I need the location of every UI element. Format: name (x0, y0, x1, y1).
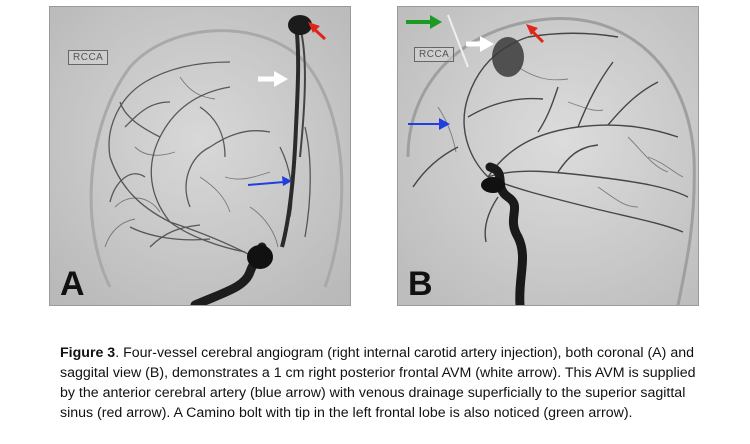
red-arrow (308, 22, 327, 41)
panel-letter-b: B (408, 265, 433, 303)
white-arrow (258, 71, 288, 87)
angiogram-panel-a: RCCA A (49, 6, 351, 306)
blue-arrow (247, 176, 292, 186)
white-arrow (466, 36, 494, 52)
rcca-label: RCCA (414, 47, 455, 62)
angiogram-panel-b: RCCA B (397, 6, 699, 306)
blue-arrow (408, 118, 450, 130)
coronal-angiogram-image (50, 7, 350, 305)
sagittal-angiogram-image (398, 7, 698, 305)
figure-label: Figure 3 (60, 345, 116, 361)
figure-caption: Figure 3. Four-vessel cerebral angiogram… (60, 343, 700, 423)
green-arrow (406, 15, 442, 29)
red-arrow (526, 24, 545, 44)
caption-text: . Four-vessel cerebral angiogram (right … (60, 345, 696, 421)
rcca-label: RCCA (68, 50, 109, 65)
panel-letter-a: A (60, 265, 85, 303)
